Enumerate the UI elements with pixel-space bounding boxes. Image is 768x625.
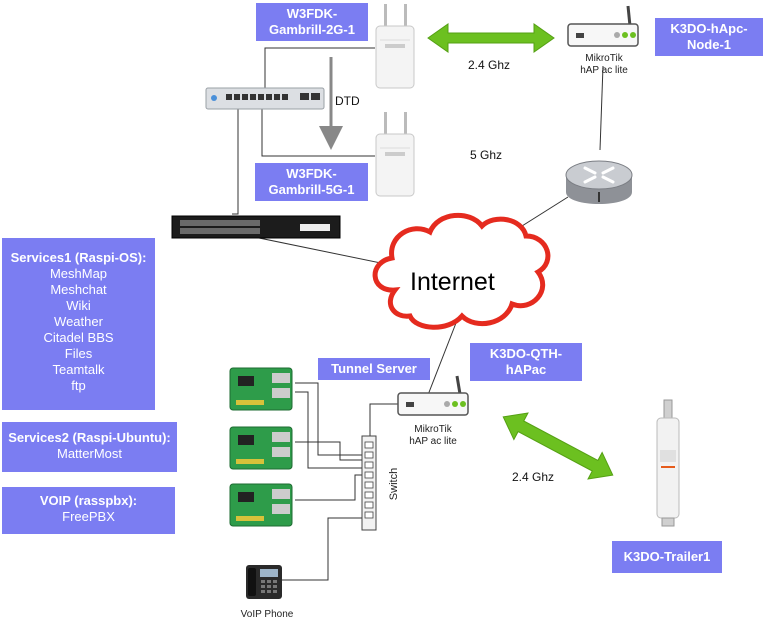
switch-label: Switch bbox=[388, 467, 401, 501]
voip-phone-label: VoIP Phone bbox=[240, 609, 294, 620]
ubiquiti-switch-icon bbox=[205, 87, 325, 110]
service-item: Files bbox=[64, 346, 93, 361]
dtd-label: DTD bbox=[335, 94, 360, 108]
services2-title: Services2 (Raspi-Ubuntu): bbox=[8, 430, 171, 445]
rocket-ap-5g-icon bbox=[375, 112, 415, 197]
wireless-link-arrow-bottom bbox=[502, 412, 614, 480]
mikrotik-top-line2: hAP ac lite bbox=[580, 65, 628, 76]
mikrotik-top-caption: MikroTik hAP ac lite bbox=[568, 53, 640, 77]
mikrotik-router-bottom-icon bbox=[397, 375, 469, 416]
service-item: MatterMost bbox=[56, 446, 122, 461]
ap-2g-label: W3FDK- Gambrill-2G-1 bbox=[256, 3, 368, 41]
mikrotik-bottom-caption: MikroTik hAP ac lite bbox=[396, 424, 470, 448]
vertical-switch-icon bbox=[361, 435, 377, 531]
service-item: FreePBX bbox=[62, 509, 115, 524]
bullet-radio-icon bbox=[656, 399, 680, 527]
mikrotik-bottom-line1: MikroTik bbox=[414, 424, 452, 435]
ap-5g-label: W3FDK- Gambrill-5G-1 bbox=[255, 163, 368, 201]
service-item: Teamtalk bbox=[52, 362, 105, 377]
rack-switch-icon bbox=[171, 215, 341, 239]
mikrotik-bottom-line2: hAP ac lite bbox=[409, 436, 457, 447]
service-item: MeshMap bbox=[49, 266, 108, 281]
service-item: Weather bbox=[54, 314, 103, 329]
voip-phone-icon bbox=[246, 565, 282, 599]
raspberry-pi-3-icon bbox=[229, 483, 293, 527]
raspberry-pi-2-icon bbox=[229, 426, 293, 470]
services1-box: Services1 (Raspi-OS): MeshMap Meshchat W… bbox=[2, 238, 155, 410]
voip-title: VOIP (rasspbx): bbox=[39, 493, 138, 508]
raspberry-pi-1-icon bbox=[229, 367, 293, 411]
link-24ghz-top-label: 2.4 Ghz bbox=[468, 58, 511, 72]
rocket-ap-2g-icon bbox=[375, 4, 415, 89]
internet-label: Internet bbox=[410, 268, 495, 296]
wireless-link-arrow-top bbox=[427, 23, 555, 53]
services1-title: Services1 (Raspi-OS): bbox=[10, 250, 147, 265]
internet-cloud-icon bbox=[372, 212, 551, 330]
cisco-router-icon bbox=[565, 160, 633, 204]
service-item: ftp bbox=[71, 378, 86, 393]
mikrotik-router-top-icon bbox=[567, 5, 639, 47]
link-5ghz-label: 5 Ghz bbox=[470, 148, 503, 162]
node1-label: K3DO-hApc- Node-1 bbox=[655, 18, 763, 56]
service-item: Citadel BBS bbox=[43, 330, 114, 345]
service-item: Wiki bbox=[66, 298, 91, 313]
trailer-label: K3DO-Trailer1 bbox=[612, 541, 722, 573]
tunnel-server-label: Tunnel Server bbox=[318, 358, 430, 380]
link-24ghz-bottom-label: 2.4 Ghz bbox=[512, 470, 555, 484]
voip-box: VOIP (rasspbx): FreePBX bbox=[2, 487, 175, 534]
services2-box: Services2 (Raspi-Ubuntu): MatterMost bbox=[2, 422, 177, 472]
service-item: Meshchat bbox=[50, 282, 107, 297]
mikrotik-top-line1: MikroTik bbox=[585, 53, 623, 64]
qth-router-label: K3DO-QTH- hAPac bbox=[470, 343, 582, 381]
